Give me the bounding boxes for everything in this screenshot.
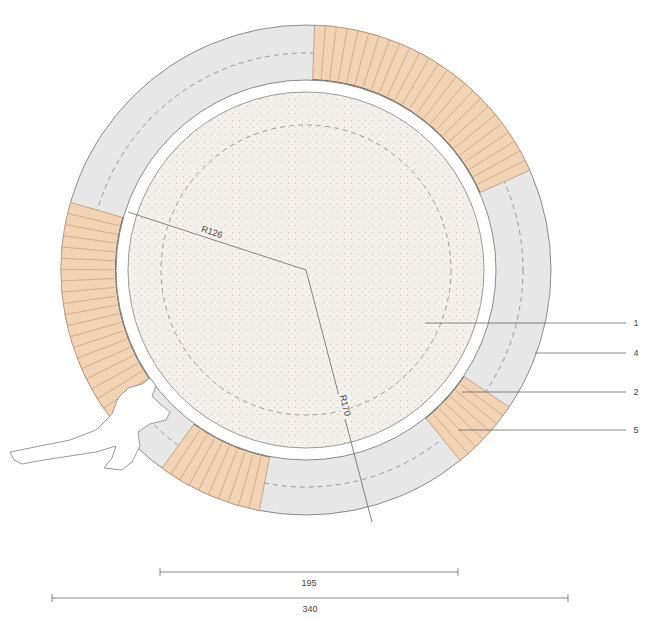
radius-line <box>128 212 306 270</box>
dimension-line <box>160 568 458 576</box>
dimension-label: 195 <box>299 578 318 589</box>
radius-line <box>306 270 372 522</box>
leader-line <box>458 430 626 431</box>
dimension-label: 340 <box>300 604 319 615</box>
callout-number: 5 <box>631 425 640 436</box>
dimension-line <box>52 594 568 602</box>
radius-label: R170 <box>337 391 354 418</box>
callout-number: 2 <box>631 387 640 398</box>
leader-line <box>535 353 626 354</box>
radius-label: R126 <box>198 223 226 241</box>
dog-figure <box>10 378 170 470</box>
callout-number: 1 <box>631 318 640 329</box>
leader-line <box>425 323 626 324</box>
callout-number: 4 <box>631 348 640 359</box>
leader-line <box>462 392 626 393</box>
